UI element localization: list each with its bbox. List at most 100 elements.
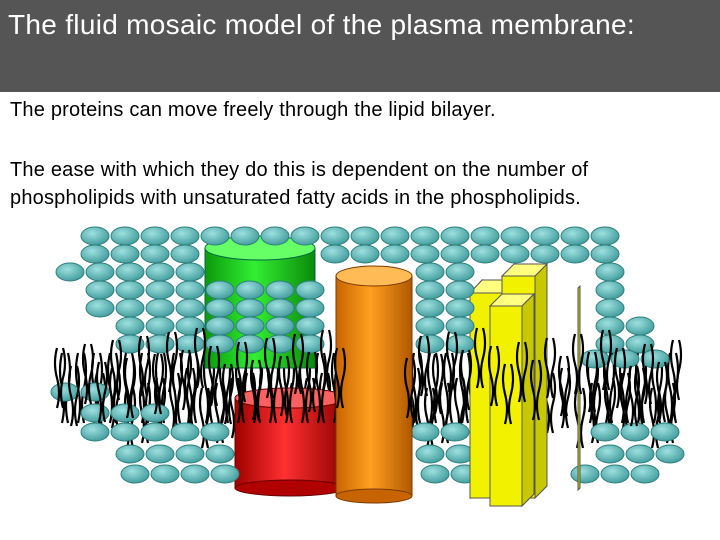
phospholipid-head [440, 422, 470, 442]
fatty-acid-tail [669, 339, 677, 401]
fatty-acid-tail [198, 387, 206, 449]
phospholipid-head [655, 444, 685, 464]
phospholipid-head [415, 316, 445, 336]
front-tails-layer [53, 327, 683, 427]
fatty-acid-tail [409, 357, 417, 419]
phospholipid-head [110, 226, 140, 246]
phospholipid-head [145, 298, 175, 318]
phospholipid-head [235, 298, 265, 318]
fatty-acid-tail [605, 329, 613, 391]
fatty-acid-tail [627, 365, 635, 427]
fatty-acid-tail [501, 363, 509, 425]
phospholipid-head [445, 298, 475, 318]
fatty-acid-tail [641, 343, 649, 405]
phospholipid-head [120, 464, 150, 484]
phospholipid-head [440, 226, 470, 246]
fatty-acid-tail [213, 345, 221, 407]
phospholipid-head [415, 298, 445, 318]
fatty-acid-tail [549, 372, 557, 434]
fatty-acid-tail [515, 341, 523, 403]
phospholipid-head [445, 280, 475, 300]
fatty-acid-tail [263, 337, 271, 399]
fatty-acid-tail [241, 341, 249, 403]
fatty-acid-tail [442, 352, 450, 424]
fatty-acid-tail [186, 352, 194, 424]
phospholipid-head [295, 298, 325, 318]
yellow-protein [468, 262, 581, 508]
phospholipid-head [445, 316, 475, 336]
phospholipid-head [115, 280, 145, 300]
phospholipid-head [410, 226, 440, 246]
phospholipid-head [500, 226, 530, 246]
fatty-acid-tail [235, 341, 243, 403]
phospholipid-head [80, 422, 110, 442]
paragraph-proteins-move: The proteins can move freely through the… [10, 99, 496, 121]
phospholipid-head [265, 280, 295, 300]
phospholipid-head [380, 226, 410, 246]
fatty-acid-tail [451, 331, 459, 393]
phospholipid-head [85, 298, 115, 318]
fatty-acid-tail [479, 327, 487, 389]
phospholipid-head [560, 244, 590, 264]
fatty-acid-tail [129, 357, 137, 419]
fatty-acid-tail [619, 347, 627, 409]
phospholipid-head [140, 244, 170, 264]
fatty-acid-tail [445, 331, 453, 393]
fatty-acid-tail [255, 359, 263, 421]
membrane-diagram [50, 226, 685, 508]
fatty-acid-tail [465, 349, 473, 411]
phospholipid-head [595, 298, 625, 318]
phospholipid-head [205, 280, 235, 300]
fatty-acid-tail [221, 363, 229, 425]
fatty-acid-tail [571, 333, 579, 395]
phospholipid-head [200, 422, 230, 442]
phospholipid-head [640, 349, 670, 369]
fatty-acid-tail [459, 349, 467, 411]
phospholipid-head [175, 280, 205, 300]
phospholipid-head [205, 316, 235, 336]
phospholipid-head [145, 334, 175, 354]
fatty-acid-tail [473, 327, 481, 389]
phospholipid-head [265, 334, 295, 354]
fatty-acid-tail [535, 359, 543, 421]
fatty-acid-tail [228, 377, 236, 439]
fatty-acid-tail [675, 339, 683, 401]
phospholipid-head [85, 280, 115, 300]
phospholipid-head [420, 464, 450, 484]
fatty-acid-tail [403, 357, 411, 419]
fatty-acid-tail [599, 329, 607, 391]
fatty-acid-tail [417, 335, 425, 397]
phospholipid-head [205, 298, 235, 318]
fatty-acid-tail [115, 339, 123, 401]
phospholipid-head [235, 280, 265, 300]
phospholipid-head [445, 262, 475, 282]
fatty-acid-tail [81, 343, 89, 405]
fatty-acid-tail [171, 331, 179, 393]
phospholipid-head [350, 226, 380, 246]
orange-protein [335, 265, 413, 504]
fatty-acid-tail [199, 327, 207, 389]
phospholipid-head [625, 334, 655, 354]
phospholipid-head [320, 244, 350, 264]
phospholipid-head [110, 403, 140, 423]
phospholipid-head [205, 444, 235, 464]
fatty-acid-tail [283, 355, 291, 417]
phospholipid-head [470, 244, 500, 264]
fatty-acid-tail [423, 335, 431, 397]
fatty-acid-tail [339, 347, 347, 409]
phospholipid-head [55, 262, 85, 282]
phospholipid-head [235, 334, 265, 354]
phospholipid-head [85, 262, 115, 282]
fatty-acid-tail [333, 347, 341, 409]
fatty-acid-tail [647, 343, 655, 405]
phospholipid-head [350, 244, 380, 264]
fatty-acid-tail [165, 331, 173, 393]
phospholipid-head [175, 298, 205, 318]
phospholipid-head [110, 422, 140, 442]
phospholipid-head [625, 444, 655, 464]
fatty-acid-tail [157, 353, 165, 415]
fatty-acid-tail [202, 352, 210, 424]
phospholipid-head [440, 244, 470, 264]
phospholipid-head [145, 280, 175, 300]
fatty-acid-tail [577, 333, 585, 395]
